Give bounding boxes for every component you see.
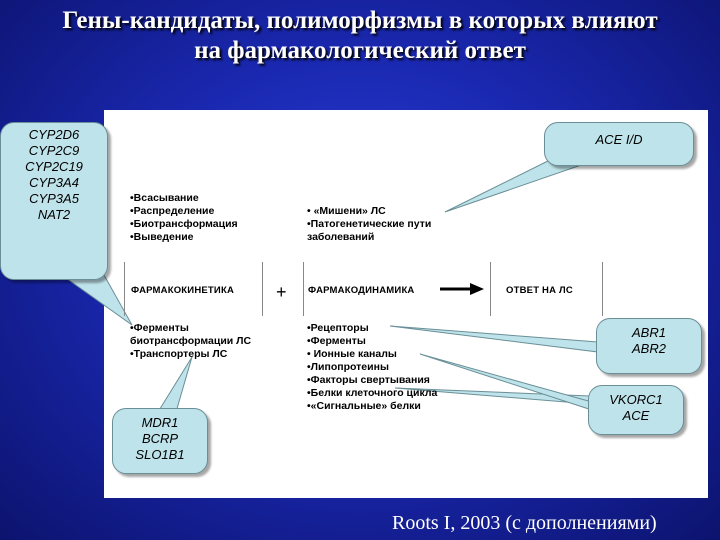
divider-4 <box>490 262 491 316</box>
divider-1 <box>124 262 125 316</box>
gene-label: BCRP <box>141 431 179 446</box>
gene-label: ACE I/D <box>595 132 643 147</box>
gene-label: ABR2 <box>632 341 666 356</box>
gene-label: CYP2C19 <box>25 159 83 174</box>
list-item: •Белки клеточного цикла <box>307 387 438 399</box>
gene-label: CYP3A4 <box>29 175 79 190</box>
list-item: •Факторы свертывания <box>307 374 430 386</box>
gene-label: CYP2D6 <box>28 127 80 142</box>
pd-gene-category-list: •Рецепторы •Ферменты • Ионные каналы •Ли… <box>307 322 437 413</box>
list-item: биотрансформации ЛС <box>130 335 252 347</box>
ace-id-callout: ACE I/D <box>544 122 694 166</box>
abr-genes-callout: ABR1 ABR2 <box>596 318 702 374</box>
list-item: •Выведение <box>130 231 194 243</box>
drug-response-label: ОТВЕТ НА ЛС <box>506 285 573 296</box>
title-line-2: на фармакологический ответ <box>194 37 526 64</box>
title-line-1: Гены-кандидаты, полиморфизмы в которых в… <box>62 7 658 34</box>
list-item: •Ферменты <box>130 322 189 334</box>
list-item: • «Мишени» ЛС <box>307 205 386 217</box>
gene-label: NAT2 <box>37 207 71 222</box>
list-item: •«Сигнальные» белки <box>307 400 421 412</box>
response-arrow-head <box>470 283 484 295</box>
list-item: •Патогенетические пути <box>307 218 432 230</box>
vkorc-genes-callout: VKORC1 ACE <box>588 385 684 435</box>
citation: Roots I, 2003 (с дополнениями) <box>392 512 657 534</box>
divider-3 <box>303 262 304 316</box>
divider-2 <box>262 262 263 316</box>
transporter-genes-callout: MDR1 BCRP SLO1B1 <box>112 408 208 474</box>
cyp-callout-tail <box>64 274 133 326</box>
pk-gene-category-list: •Ферменты биотрансформации ЛС •Транспорт… <box>130 322 251 361</box>
list-item: •Ферменты <box>307 335 366 347</box>
vkorc-callout-tail-2 <box>419 353 593 411</box>
slide-title: Гены-кандидаты, полиморфизмы в которых в… <box>0 6 720 66</box>
mdr-callout-tail <box>157 356 193 413</box>
list-item: •Всасывание <box>130 192 199 204</box>
gene-label: CYP2C9 <box>28 143 80 158</box>
divider-5 <box>602 262 603 316</box>
gene-label: SLO1B1 <box>135 447 185 462</box>
gene-label: MDR1 <box>141 415 179 430</box>
list-item: •Транспортеры ЛС <box>130 348 228 360</box>
list-item: •Рецепторы <box>307 322 369 334</box>
pd-target-list: • «Мишени» ЛС •Патогенетические пути заб… <box>307 205 431 244</box>
pharmacodynamics-label: ФАРМАКОДИНАМИКА <box>308 285 415 296</box>
cyp-genes-callout: CYP2D6 CYP2C9 CYP2C19 CYP3A4 CYP3A5 NAT2 <box>0 122 108 280</box>
list-item: •Биотрансформация <box>130 218 238 230</box>
gene-label: ABR1 <box>632 325 666 340</box>
gene-label: ACE <box>622 408 650 423</box>
list-item: заболеваний <box>307 231 375 243</box>
list-item: • Ионные каналы <box>307 348 397 360</box>
pharmacokinetics-label: ФАРМАКОКИНЕТИКА <box>131 285 235 296</box>
list-item: •Распределение <box>130 205 215 217</box>
gene-label: CYP3A5 <box>29 191 79 206</box>
pk-process-list: •Всасывание •Распределение •Биотрансформ… <box>130 192 238 244</box>
gene-label: VKORC1 <box>609 392 663 407</box>
plus-sign: + <box>276 282 287 302</box>
list-item: •Липопротеины <box>307 361 389 373</box>
